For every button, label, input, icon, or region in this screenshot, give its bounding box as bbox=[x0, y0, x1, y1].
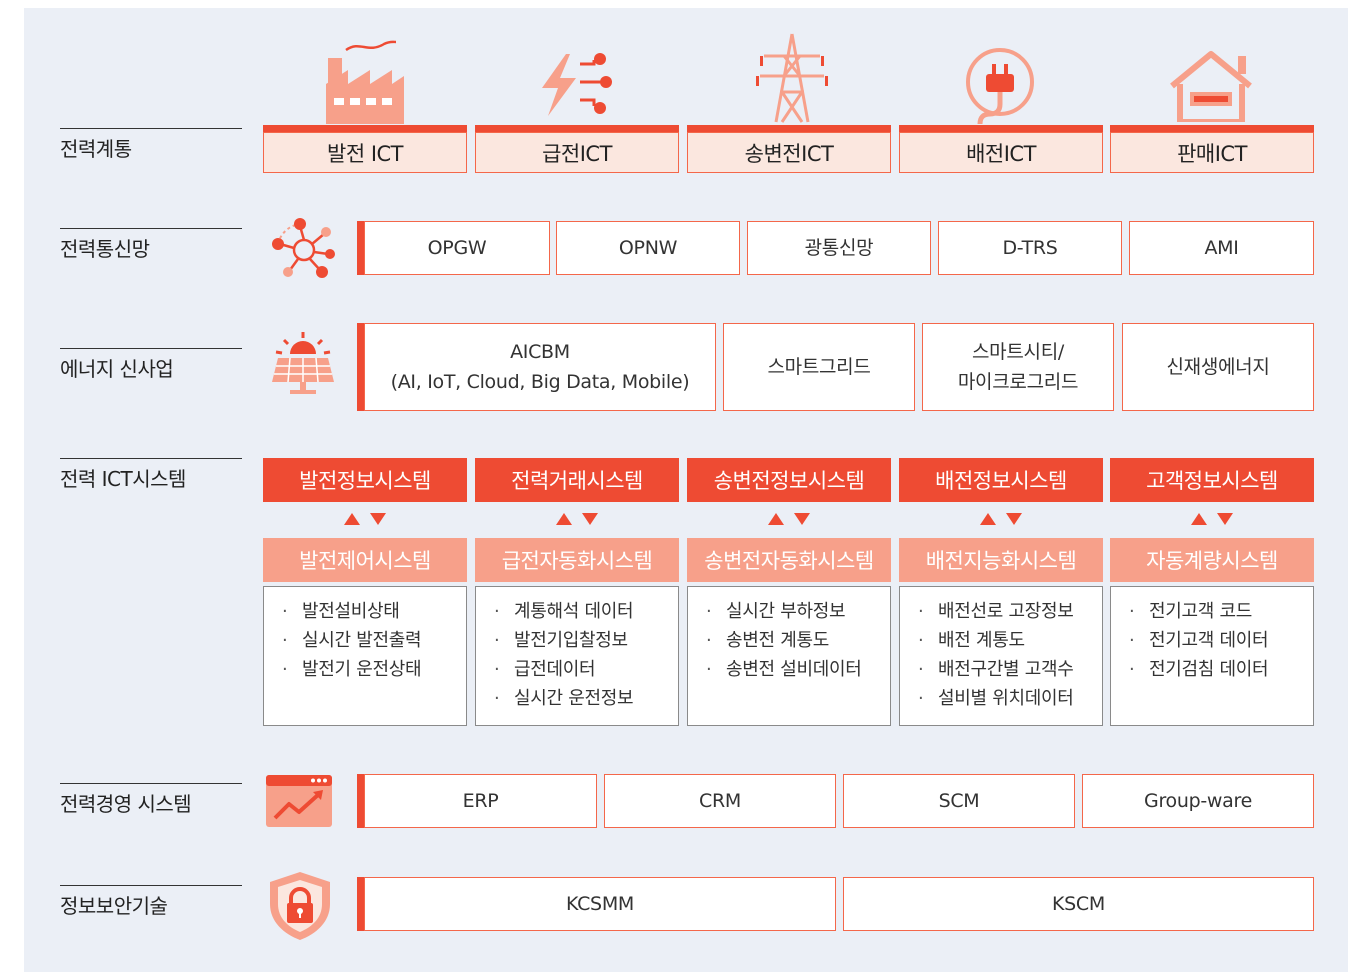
management-item-erp: ERP bbox=[364, 774, 597, 828]
ict-top-customer: 고객정보시스템 bbox=[1110, 458, 1314, 502]
grid-cell-distribution: 배전ICT bbox=[899, 132, 1103, 173]
dispatch-bolt-icon bbox=[542, 53, 612, 116]
grid-cell-generation: 발전 ICT bbox=[263, 132, 467, 173]
grid-cell-topbar bbox=[475, 125, 679, 134]
energy-item-renewable: 신재생에너지 bbox=[1122, 323, 1314, 411]
ict-mid-metering: 자동계량시스템 bbox=[1110, 538, 1314, 582]
transmission-tower-icon bbox=[756, 33, 828, 123]
energy-item-renewable-label: 신재생에너지 bbox=[1166, 355, 1270, 378]
list-item: ·전기고객 코드 bbox=[1129, 601, 1252, 622]
network-item-opgw: OPGW bbox=[364, 221, 550, 275]
grid-cell-dispatch: 급전ICT bbox=[475, 132, 679, 173]
shield-lock-icon bbox=[270, 872, 330, 940]
list-item: ·발전기 운전상태 bbox=[282, 659, 422, 680]
grid-cell-topbar bbox=[899, 125, 1103, 134]
bidirectional-arrow-icon bbox=[1191, 513, 1233, 525]
network-item-ami: AMI bbox=[1129, 221, 1314, 275]
energy-item-aicbm-subtitle: (AI, IoT, Cloud, Big Data, Mobile) bbox=[390, 371, 690, 393]
ict-top-generation: 발전정보시스템 bbox=[263, 458, 467, 502]
ict-top-transmission: 송변전정보시스템 bbox=[687, 458, 891, 502]
security-item-kscm: KSCM bbox=[843, 877, 1314, 931]
list-item: ·전기검침 데이터 bbox=[1129, 659, 1269, 680]
ict-mid-generation: 발전제어시스템 bbox=[263, 538, 467, 582]
bidirectional-arrow-icon bbox=[556, 513, 598, 525]
list-item: ·실시간 운전정보 bbox=[494, 688, 634, 709]
list-item: ·계통해석 데이터 bbox=[494, 601, 634, 622]
energy-item-smartcity-line1: 스마트시티/ bbox=[971, 340, 1064, 363]
ict-details-distribution: ·배전선로 고장정보 ·배전 계통도 ·배전구간별 고객수 ·설비별 위치데이터 bbox=[899, 586, 1103, 726]
network-item-optical: 광통신망 bbox=[747, 221, 931, 275]
grid-cell-transmission: 송변전ICT bbox=[687, 132, 891, 173]
list-item: ·송변전 계통도 bbox=[706, 630, 829, 651]
list-item: ·실시간 발전출력 bbox=[282, 630, 422, 651]
network-hub-icon bbox=[272, 218, 335, 278]
management-item-scm: SCM bbox=[843, 774, 1075, 828]
list-item: ·전기고객 데이터 bbox=[1129, 630, 1269, 651]
grid-cell-topbar bbox=[263, 125, 467, 134]
list-item: ·설비별 위치데이터 bbox=[918, 688, 1074, 709]
energy-accent-bar bbox=[357, 323, 367, 411]
list-item: ·배전 계통도 bbox=[918, 630, 1025, 651]
solar-panel-icon bbox=[272, 332, 334, 394]
energy-item-aicbm-title: AICBM bbox=[510, 340, 570, 363]
ict-details-dispatch: ·계통해석 데이터 ·발전기입찰정보 ·급전데이터 ·실시간 운전정보 bbox=[475, 586, 679, 726]
list-item: ·발전설비상태 bbox=[282, 601, 400, 622]
ict-mid-transmission: 송변전자동화시스템 bbox=[687, 538, 891, 582]
energy-item-smartgrid-label: 스마트그리드 bbox=[767, 355, 871, 378]
ict-mid-dispatch: 급전자동화시스템 bbox=[475, 538, 679, 582]
list-item: ·송변전 설비데이터 bbox=[706, 659, 862, 680]
factory-icon bbox=[326, 40, 404, 124]
security-accent-bar bbox=[357, 877, 367, 931]
row-label-ict-system: 전력 ICT시스템 bbox=[60, 458, 242, 492]
row-label-management: 전력경영 시스템 bbox=[60, 783, 242, 817]
ict-details-generation: ·발전설비상태 ·실시간 발전출력 ·발전기 운전상태 bbox=[263, 586, 467, 726]
ict-mid-distribution: 배전지능화시스템 bbox=[899, 538, 1103, 582]
row-label-network: 전력통신망 bbox=[60, 228, 242, 262]
browser-chart-icon bbox=[266, 775, 332, 827]
management-item-crm: CRM bbox=[604, 774, 836, 828]
ict-details-transmission: ·실시간 부하정보 ·송변전 계통도 ·송변전 설비데이터 bbox=[687, 586, 891, 726]
row-label-energy: 에너지 신사업 bbox=[60, 348, 242, 382]
list-item: ·급전데이터 bbox=[494, 659, 596, 680]
grid-cell-topbar bbox=[1110, 125, 1314, 134]
energy-item-smartcity-line2: 마이크로그리드 bbox=[957, 371, 1079, 393]
list-item: ·실시간 부하정보 bbox=[706, 601, 846, 622]
network-item-dtrs: D-TRS bbox=[938, 221, 1122, 275]
network-accent-bar bbox=[357, 221, 367, 275]
management-item-groupware: Group-ware bbox=[1082, 774, 1314, 828]
power-plug-icon bbox=[966, 48, 1034, 125]
network-item-opnw: OPNW bbox=[556, 221, 740, 275]
house-meter-icon bbox=[1170, 51, 1252, 122]
management-accent-bar bbox=[357, 774, 367, 828]
list-item: ·발전기입찰정보 bbox=[494, 630, 628, 651]
bidirectional-arrow-icon bbox=[768, 513, 810, 525]
list-item: ·배전구간별 고객수 bbox=[918, 659, 1074, 680]
energy-item-aicbm: AICBM (AI, IoT, Cloud, Big Data, Mobile) bbox=[364, 323, 716, 411]
ict-top-distribution: 배전정보시스템 bbox=[899, 458, 1103, 502]
energy-item-smartcity: 스마트시티/ 마이크로그리드 bbox=[922, 323, 1114, 411]
energy-item-smartgrid: 스마트그리드 bbox=[723, 323, 915, 411]
grid-cell-topbar bbox=[687, 125, 891, 134]
list-item: ·배전선로 고장정보 bbox=[918, 601, 1074, 622]
grid-cell-sales: 판매ICT bbox=[1110, 132, 1314, 173]
diagram-canvas: 전력계통 전력통신망 에너지 신사업 전력 ICT시스템 전력경영 시스템 정보… bbox=[24, 8, 1348, 972]
ict-details-customer: ·전기고객 코드 ·전기고객 데이터 ·전기검침 데이터 bbox=[1110, 586, 1314, 726]
row-label-security: 정보보안기술 bbox=[60, 885, 242, 919]
bidirectional-arrow-icon bbox=[344, 513, 386, 525]
security-item-kcsmm: KCSMM bbox=[364, 877, 836, 931]
ict-top-trading: 전력거래시스템 bbox=[475, 458, 679, 502]
row-label-grid: 전력계통 bbox=[60, 128, 242, 162]
bidirectional-arrow-icon bbox=[980, 513, 1022, 525]
